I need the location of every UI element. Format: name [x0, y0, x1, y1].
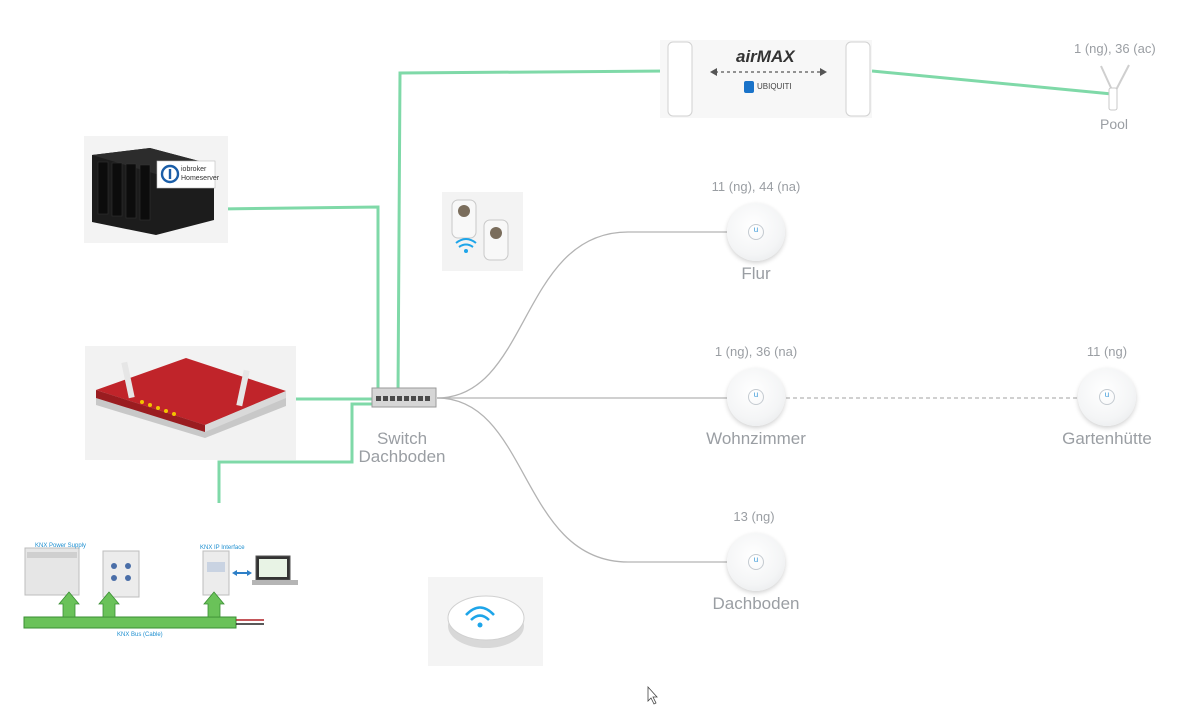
flur-label: Flur: [741, 264, 771, 283]
switch-label: Switch Dachboden: [342, 430, 462, 466]
switch-label-line1: Switch: [376, 429, 428, 448]
ap-dachboden[interactable]: u: [727, 533, 785, 591]
ap-flur[interactable]: u: [727, 203, 785, 261]
knx-ip-interface-label: KNX IP Interface: [200, 545, 245, 551]
switch-label-line2: Dachboden: [358, 447, 446, 466]
pool-antenna-device: [1100, 64, 1130, 111]
green-links: [217, 69, 1113, 545]
nas-badge-line1: iobroker: [181, 166, 207, 173]
ap-gartenhuette[interactable]: u: [1078, 368, 1136, 426]
knx-bus-label: KNX Bus (Cable): [117, 632, 163, 638]
pool-channels: 1 (ng), 36 (ac): [1074, 41, 1156, 56]
gartenhuette-channels: 11 (ng): [1086, 344, 1128, 359]
dachboden-label: Dachboden: [712, 594, 800, 613]
router-device: [85, 346, 296, 460]
airmax-bridge-device: [660, 40, 872, 118]
flur-channels: 11 (ng), 44 (na): [711, 179, 801, 194]
link-switch-dachboden: [436, 397, 727, 563]
wohnzimmer-channels: 1 (ng), 36 (na): [714, 344, 798, 359]
switch-device: [371, 387, 437, 408]
mouse-cursor-icon: [647, 685, 658, 705]
knx-power-supply-label: KNX Power Supply: [35, 543, 87, 549]
smart-plugs-device: [442, 192, 523, 271]
link-switch-knx: [217, 402, 372, 545]
nas-badge-line2: Homeserver: [181, 175, 220, 182]
gartenhuette-label: Gartenhütte: [1062, 429, 1152, 448]
airmax-maker: UBIQUITI: [757, 82, 792, 91]
knx-panel-device: [20, 503, 301, 640]
airmax-brand: airMAX: [736, 47, 795, 66]
pool-label: Pool: [1099, 116, 1129, 132]
robot-vacuum-device: [428, 577, 543, 666]
link-airmax-pool: [871, 69, 1113, 96]
ap-wohnzimmer[interactable]: u: [727, 368, 785, 426]
nas-device: [84, 136, 228, 243]
gray-links: [436, 231, 1078, 563]
link-switch-airmax: [396, 69, 669, 397]
dachboden-channels: 13 (ng): [733, 509, 775, 524]
link-switch-flur: [436, 231, 727, 399]
wohnzimmer-label: Wohnzimmer: [706, 429, 806, 448]
nas-badge-text: iobroker Homeserver: [181, 165, 219, 183]
